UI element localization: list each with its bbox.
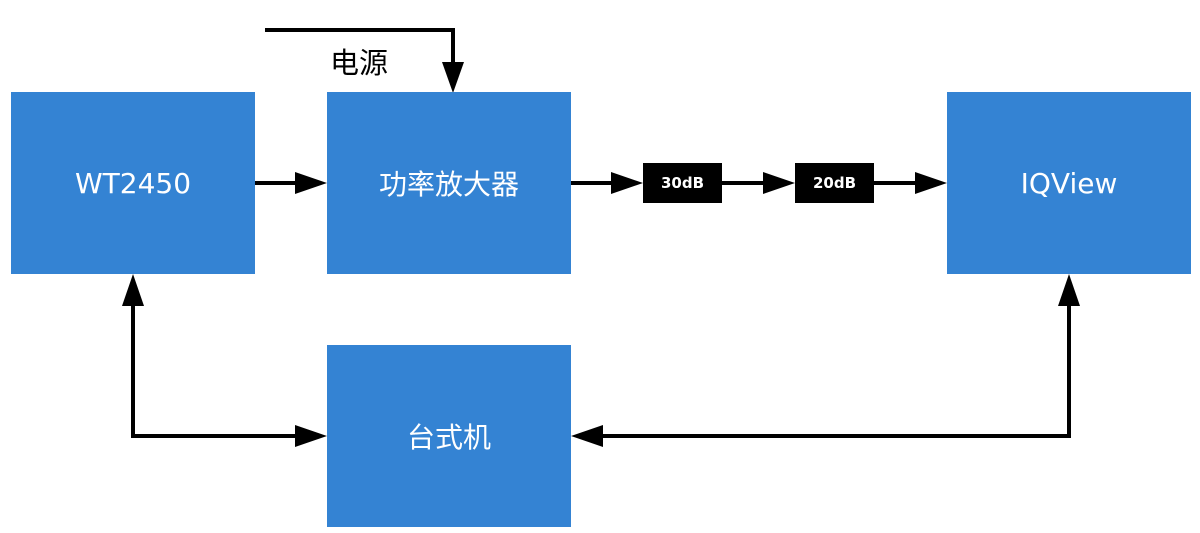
desktop-label: 台式机 [406,421,491,454]
desktop-node: 台式机 [327,345,571,527]
arrow-wt2450-desktop [122,274,327,447]
arrow-30db-to-20db [722,172,795,194]
attenuator-30db-label: 30dB [660,174,705,192]
iqview-label: IQView [1020,166,1118,200]
wt2450-node: WT2450 [11,92,255,274]
attenuator-30db: 30dB [643,163,722,203]
amplifier-node: 功率放大器 [327,92,571,274]
attenuator-20db-label: 20dB [812,174,857,192]
power-label: 电源 [330,46,389,80]
arrow-20db-to-iqview [874,172,947,194]
arrow-desktop-iqview [571,274,1080,447]
arrow-amplifier-to-30db [571,172,643,194]
attenuator-20db: 20dB [795,163,874,203]
power-arrow [265,28,464,93]
arrow-wt2450-to-amplifier [255,172,327,194]
amplifier-label: 功率放大器 [378,168,519,201]
wt2450-label: WT2450 [74,166,192,200]
iqview-node: IQView [947,92,1191,274]
